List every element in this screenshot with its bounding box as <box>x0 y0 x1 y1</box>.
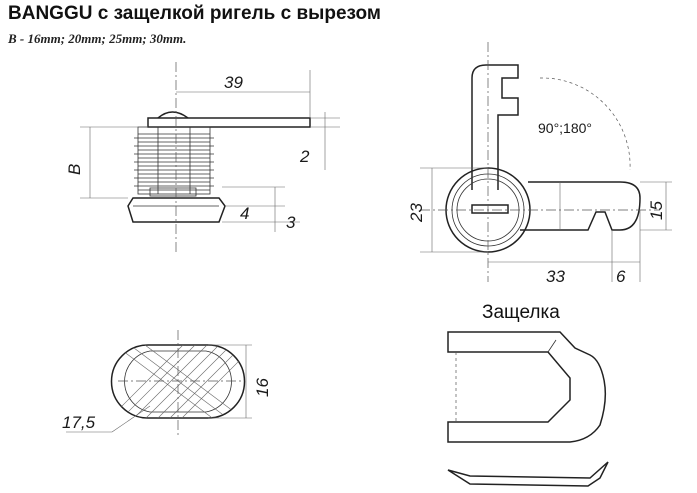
dim-body-23: 23 <box>407 203 426 223</box>
dim-width-39: 39 <box>224 73 243 92</box>
rotation-arc <box>539 77 631 171</box>
latch-profile <box>447 461 609 487</box>
dim-end-6: 6 <box>616 267 626 286</box>
front-view: 90°;180° 23 33 6 15 <box>407 42 672 286</box>
flange <box>127 197 226 223</box>
dim-length-33: 33 <box>546 267 565 286</box>
dim-head-4: 4 <box>240 204 249 223</box>
side-view: 39 2 B 4 3 <box>65 62 340 252</box>
cam-plate <box>147 117 311 128</box>
latch-caption: Защелка <box>482 302 560 323</box>
section-hatch <box>111 345 245 418</box>
nut <box>149 187 197 197</box>
dim-height-b: B <box>65 164 84 175</box>
dim-diameter-17-5: 17,5 <box>62 413 96 432</box>
dim-section-16: 16 <box>253 378 272 397</box>
section-view: 16 17,5 <box>62 330 272 435</box>
dim-cam-width-15: 15 <box>647 201 666 220</box>
latch-outline <box>447 331 607 443</box>
cam-horizontal <box>520 181 641 231</box>
latch-view: Защелка <box>447 302 609 487</box>
dim-plate-2: 2 <box>299 147 310 166</box>
threaded-body <box>134 126 214 195</box>
cam-rotated <box>471 64 519 190</box>
dim-flange-3: 3 <box>286 213 296 232</box>
rotation-angle: 90°;180° <box>538 120 592 136</box>
key-slot <box>471 204 509 214</box>
size-options: B - 16mm; 20mm; 25mm; 30mm. <box>8 31 187 46</box>
drawing-title: BANGGU с защелкой ригель с вырезом <box>8 3 381 24</box>
cam-screw-head <box>157 111 189 119</box>
